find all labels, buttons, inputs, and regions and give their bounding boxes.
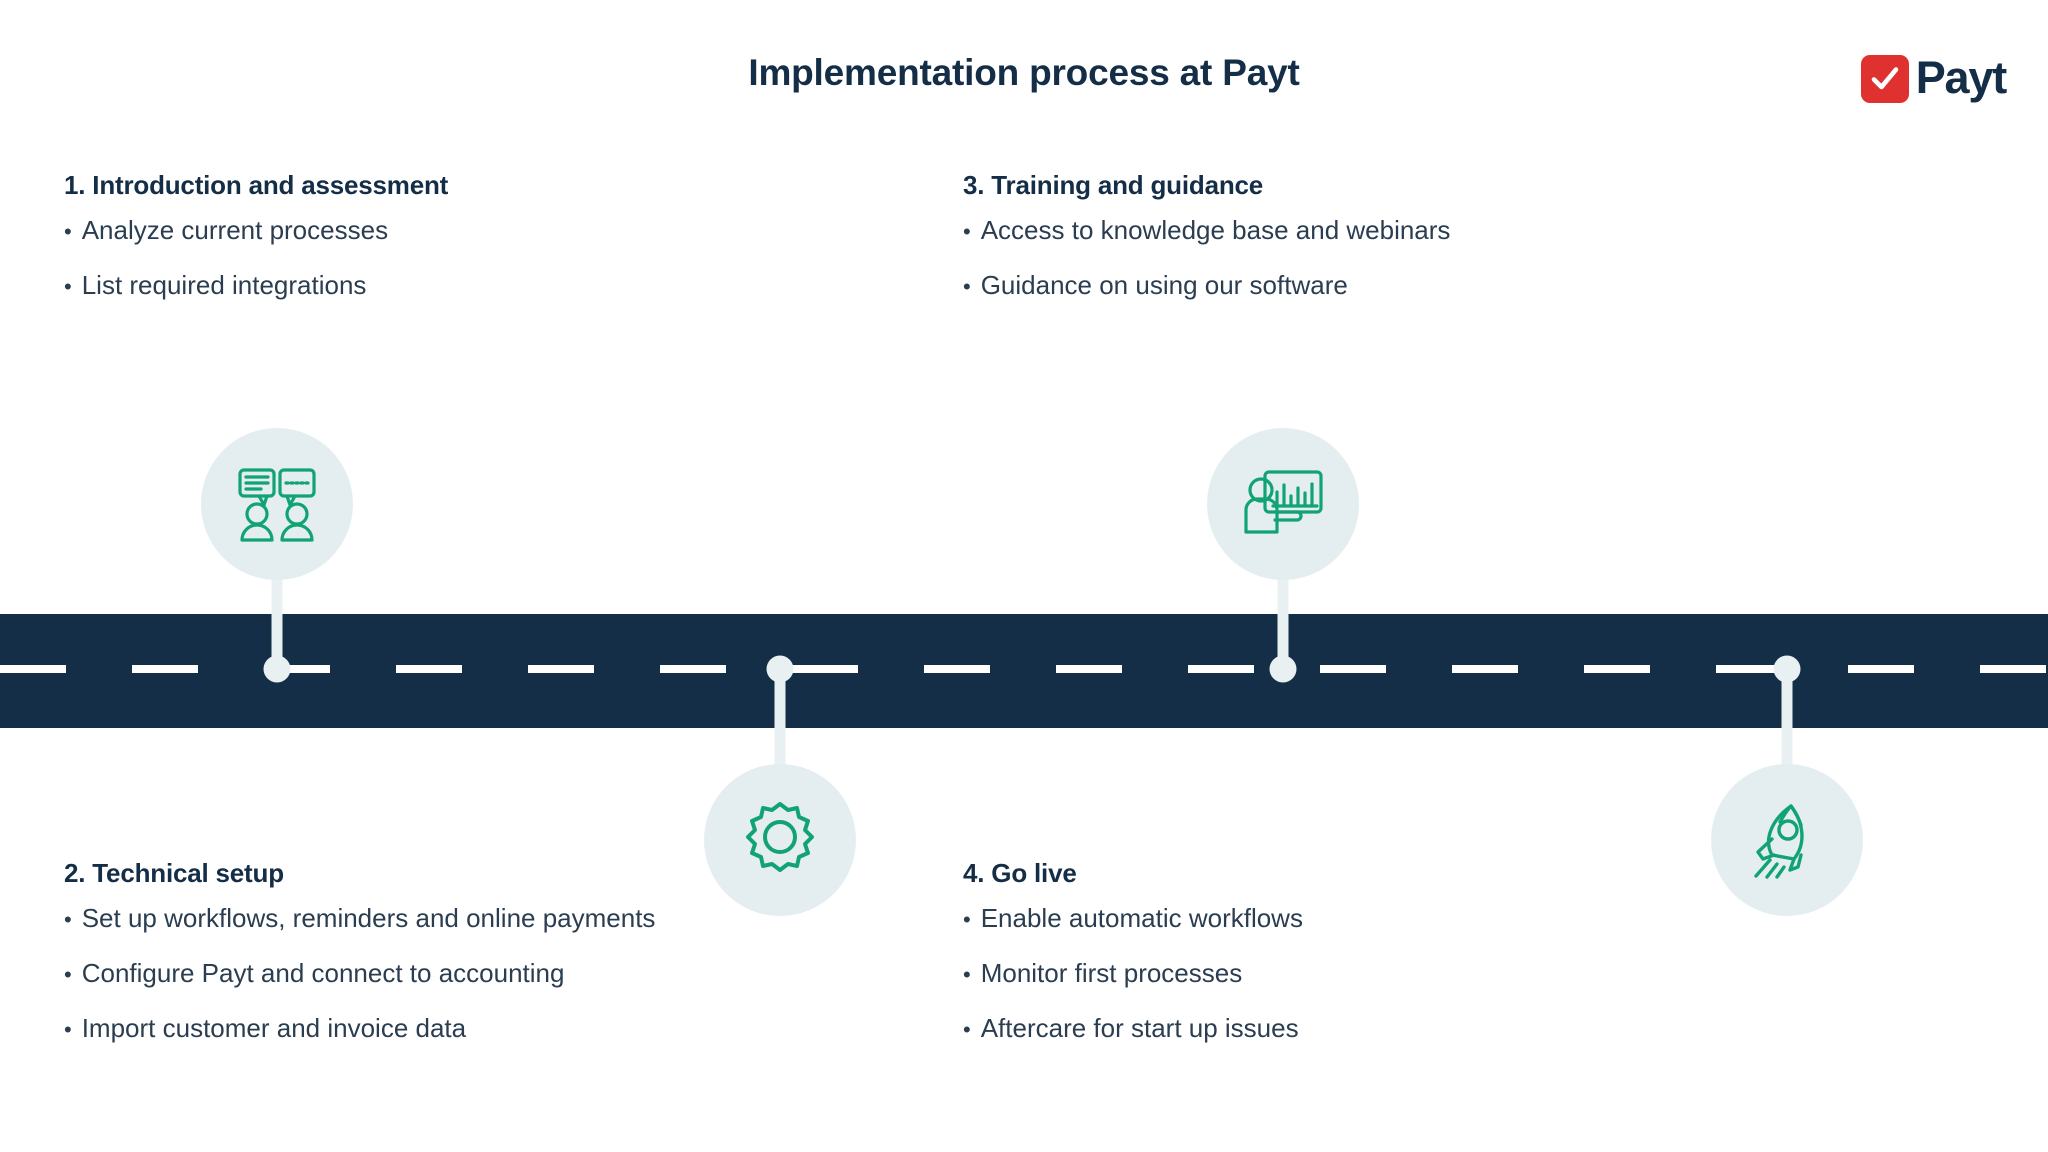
step-1-icon-bubble bbox=[201, 428, 353, 580]
bullet-text: Import customer and invoice data bbox=[81, 1013, 467, 1043]
bullet-text: List required integrations bbox=[81, 270, 367, 300]
bullet-text: Analyze current processes bbox=[81, 215, 389, 245]
timeline-node-3[interactable] bbox=[1269, 655, 1297, 683]
bullet-text: Guidance on using our software bbox=[980, 270, 1348, 300]
checkmark-icon bbox=[1860, 55, 1909, 103]
bullet-text: Configure Payt and connect to accounting bbox=[81, 958, 565, 988]
bullet-marker: • bbox=[64, 962, 72, 987]
two-people-speech-bubbles-icon bbox=[233, 460, 321, 548]
bullet-marker: • bbox=[963, 274, 971, 299]
page-title: Implementation process at Payt bbox=[748, 52, 1300, 93]
bullet-text: Enable automatic workflows bbox=[980, 903, 1303, 933]
step-1-bullet-list: • Analyze current processes • List requi… bbox=[64, 217, 448, 298]
bullet-marker: • bbox=[64, 907, 72, 932]
list-item: • Set up workflows, reminders and online… bbox=[64, 905, 655, 931]
step-1: 1. Introduction and assessment • Analyze… bbox=[64, 170, 448, 298]
bullet-text: Monitor first processes bbox=[980, 958, 1243, 988]
bullet-marker: • bbox=[64, 219, 72, 244]
timeline-dashed-line bbox=[0, 665, 2048, 673]
presentation-person-chart-icon bbox=[1239, 460, 1327, 548]
timeline-node-4[interactable] bbox=[1773, 655, 1801, 683]
step-2-bullet-list: • Set up workflows, reminders and online… bbox=[64, 905, 655, 1041]
list-item: • Monitor first processes bbox=[963, 960, 1303, 986]
bullet-marker: • bbox=[963, 962, 971, 987]
payt-logo: Payt bbox=[1860, 51, 2007, 103]
step-1-title: 1. Introduction and assessment bbox=[64, 170, 449, 200]
timeline-node-2[interactable] bbox=[766, 655, 794, 683]
list-item: • Analyze current processes bbox=[64, 217, 448, 243]
rocket-icon bbox=[1744, 797, 1830, 883]
logo-wordmark: Payt bbox=[1915, 51, 2007, 103]
bullet-marker: • bbox=[64, 274, 72, 299]
step-3-title: 3. Training and guidance bbox=[963, 170, 1264, 200]
timeline-node-1[interactable] bbox=[263, 655, 291, 683]
step-2: 2. Technical setup • Set up workflows, r… bbox=[64, 858, 655, 1041]
bullet-text: Aftercare for start up issues bbox=[980, 1013, 1299, 1043]
gear-icon bbox=[739, 799, 821, 881]
step-3: 3. Training and guidance • Access to kno… bbox=[963, 170, 1450, 298]
bullet-marker: • bbox=[963, 219, 971, 244]
list-item: • Configure Payt and connect to accounti… bbox=[64, 960, 655, 986]
list-item: • Aftercare for start up issues bbox=[963, 1015, 1303, 1041]
list-item: • Enable automatic workflows bbox=[963, 905, 1303, 931]
step-4: 4. Go live • Enable automatic workflows … bbox=[963, 858, 1303, 1041]
bullet-marker: • bbox=[963, 1017, 971, 1042]
step-2-icon-bubble bbox=[704, 764, 856, 916]
step-3-icon-bubble bbox=[1207, 428, 1359, 580]
step-4-bullet-list: • Enable automatic workflows • Monitor f… bbox=[963, 905, 1303, 1041]
bullet-marker: • bbox=[963, 907, 971, 932]
bullet-text: Access to knowledge base and webinars bbox=[980, 215, 1451, 245]
list-item: • Access to knowledge base and webinars bbox=[963, 217, 1450, 243]
bullet-text: Set up workflows, reminders and online p… bbox=[81, 903, 656, 933]
step-4-title: 4. Go live bbox=[963, 858, 1077, 888]
bullet-marker: • bbox=[64, 1017, 72, 1042]
step-2-title: 2. Technical setup bbox=[64, 858, 284, 888]
step-3-bullet-list: • Access to knowledge base and webinars … bbox=[963, 217, 1450, 298]
list-item: • Guidance on using our software bbox=[963, 272, 1450, 298]
list-item: • Import customer and invoice data bbox=[64, 1015, 655, 1041]
step-4-icon-bubble bbox=[1711, 764, 1863, 916]
list-item: • List required integrations bbox=[64, 272, 448, 298]
